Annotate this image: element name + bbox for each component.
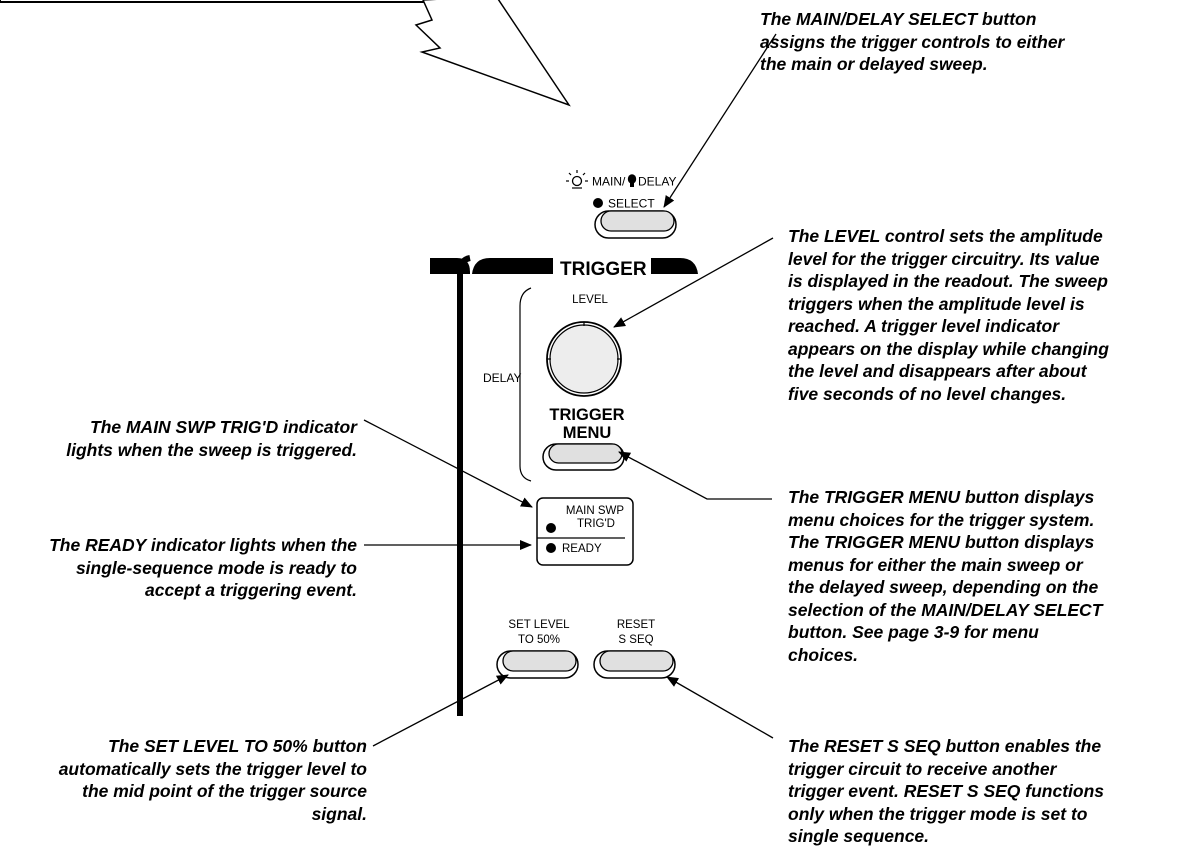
leader-trigger-menu	[618, 451, 772, 500]
callout-line: choices.	[788, 644, 859, 665]
main-swp-label-line2: TRIG'D	[577, 518, 615, 530]
callout-line: single-sequence mode is ready to	[75, 557, 357, 578]
callout-line: lights when the sweep is triggered.	[66, 439, 357, 460]
callout-line: reached. A trigger level indicator	[788, 316, 1060, 336]
callout-line: is displayed in the readout. The sweep	[788, 271, 1108, 291]
callout-trigger-menu: The TRIGGER MENU button displays menu ch…	[788, 486, 1102, 666]
callout-line: menu choices for the trigger system.	[788, 509, 1095, 530]
main-swp-label-line1: MAIN SWP	[566, 505, 624, 517]
callout-line: The SET LEVEL TO 50% button	[108, 736, 367, 756]
trigger-title: TRIGGER	[560, 259, 647, 280]
select-label: SELECT	[608, 197, 655, 211]
callout-line: button. See page 3-9 for menu	[788, 622, 1039, 642]
callout-line: level for the trigger circuitry. Its val…	[788, 248, 1100, 269]
callout-line: The LEVEL control sets the amplitude	[788, 226, 1103, 246]
callout-line: The TRIGGER MENU button displays	[788, 532, 1095, 552]
reset-label-line1: RESET	[617, 619, 655, 631]
leader-main-delay-select	[663, 33, 777, 208]
trigger-menu-button[interactable]	[542, 443, 625, 471]
callout-line: The MAIN/DELAY SELECT button	[760, 9, 1037, 29]
callout-line: trigger event. RESET S SEQ functions	[788, 781, 1105, 801]
delay-side-label: DELAY	[483, 371, 521, 385]
callout-line: The MAIN SWP TRIG'D indicator	[90, 417, 357, 437]
leader-reset-s-seq	[666, 676, 774, 739]
leader-main-swp-trigd	[363, 419, 533, 508]
reset-s-seq-button[interactable]	[593, 650, 676, 679]
panel-divider-line	[457, 255, 471, 716]
callout-line: the mid point of the trigger source	[82, 781, 367, 801]
callout-line: assigns the trigger controls to either	[760, 31, 1065, 52]
ready-label: READY	[562, 543, 602, 555]
callout-line: The READY indicator lights when the	[49, 535, 357, 555]
callout-line: single sequence.	[788, 826, 930, 846]
delay-bracket	[519, 287, 532, 482]
callout-line: five seconds of no level changes.	[788, 383, 1067, 404]
callout-reset-s-seq: The RESET S SEQ button enables the trigg…	[788, 735, 1104, 848]
trigger-menu-label-line1: TRIGGER	[549, 406, 624, 424]
ready-indicator-dot	[546, 543, 556, 553]
callout-line: the main or delayed sweep.	[760, 54, 988, 74]
callout-line: The TRIGGER MENU button displays	[788, 487, 1095, 507]
reset-label-line2: S SEQ	[618, 634, 653, 646]
callout-set-level-50: The SET LEVEL TO 50% button automaticall…	[59, 735, 367, 825]
main-label: MAIN/	[592, 175, 626, 189]
callout-line: triggers when the amplitude level is	[788, 293, 1085, 314]
level-label: LEVEL	[572, 294, 608, 306]
leader-level-control	[613, 237, 774, 328]
callout-line: selection of the MAIN/DELAY SELECT	[788, 599, 1103, 620]
callout-main-delay-select: The MAIN/DELAY SELECT button assigns the…	[760, 8, 1064, 76]
callout-line: The RESET S SEQ button enables the	[788, 736, 1102, 756]
trigger-bar-right	[651, 258, 698, 274]
callout-line: accept a triggering event.	[144, 580, 357, 600]
callout-line: automatically sets the trigger level to	[58, 758, 367, 779]
level-knob[interactable]	[546, 321, 622, 397]
callout-line: trigger circuit to receive another	[788, 758, 1057, 779]
callout-line: menus for either the main sweep or	[788, 554, 1083, 575]
callout-line: appears on the display while changing	[788, 338, 1109, 359]
indicator-box	[536, 497, 634, 566]
select-indicator-dot	[593, 198, 603, 208]
leader-set-level-50	[372, 674, 509, 747]
main-swp-trigd-indicator-dot	[546, 523, 556, 533]
delay-label: DELAY	[638, 175, 676, 189]
sun-icon	[566, 170, 588, 189]
callout-line: the level and disappears after about	[788, 361, 1087, 381]
set-level-label-line2: TO 50%	[518, 634, 560, 646]
box-fragment-top-left	[0, 0, 456, 3]
callout-line: only when the trigger mode is set to	[788, 803, 1088, 824]
callout-line: signal.	[311, 803, 367, 824]
bulb-icon	[627, 174, 637, 187]
main-delay-select-button[interactable]	[594, 210, 677, 239]
callout-ready-indicator: The READY indicator lights when the sing…	[49, 534, 357, 602]
set-level-50-button[interactable]	[496, 650, 579, 679]
trigger-bar-middle	[472, 258, 553, 274]
callout-level-control: The LEVEL control sets the amplitude lev…	[788, 225, 1109, 405]
trigger-menu-label-line2: MENU	[563, 424, 612, 442]
callout-line: the delayed sweep, depending on the	[788, 577, 1099, 597]
callout-main-swp-trigd: The MAIN SWP TRIG'D indicator lights whe…	[66, 416, 357, 461]
big-arrow-icon	[414, 0, 571, 107]
set-level-label-line1: SET LEVEL	[508, 619, 570, 631]
